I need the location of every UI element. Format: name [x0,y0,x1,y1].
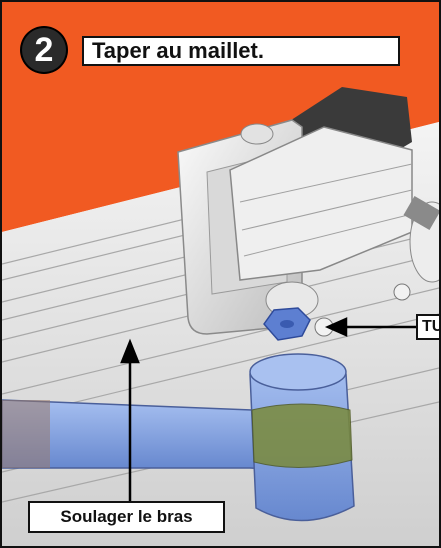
arrow-tu [324,317,416,337]
blue-nut-hole [280,320,294,328]
arrow-soulager [120,338,140,502]
callout-soulager-le-bras: Soulager le bras [28,501,225,533]
top-bolt-head [240,123,274,145]
profile-block-lines [239,163,413,257]
step-title: Taper au maillet. [82,36,400,66]
step-number-badge: 2 [22,28,66,72]
mallet-head-top [249,353,347,391]
threaded-rod [403,195,439,231]
mallet-band [251,403,353,469]
callout-tu: TU [416,314,439,340]
rail-screw [393,283,411,301]
mallet-handle-grip [2,400,50,468]
